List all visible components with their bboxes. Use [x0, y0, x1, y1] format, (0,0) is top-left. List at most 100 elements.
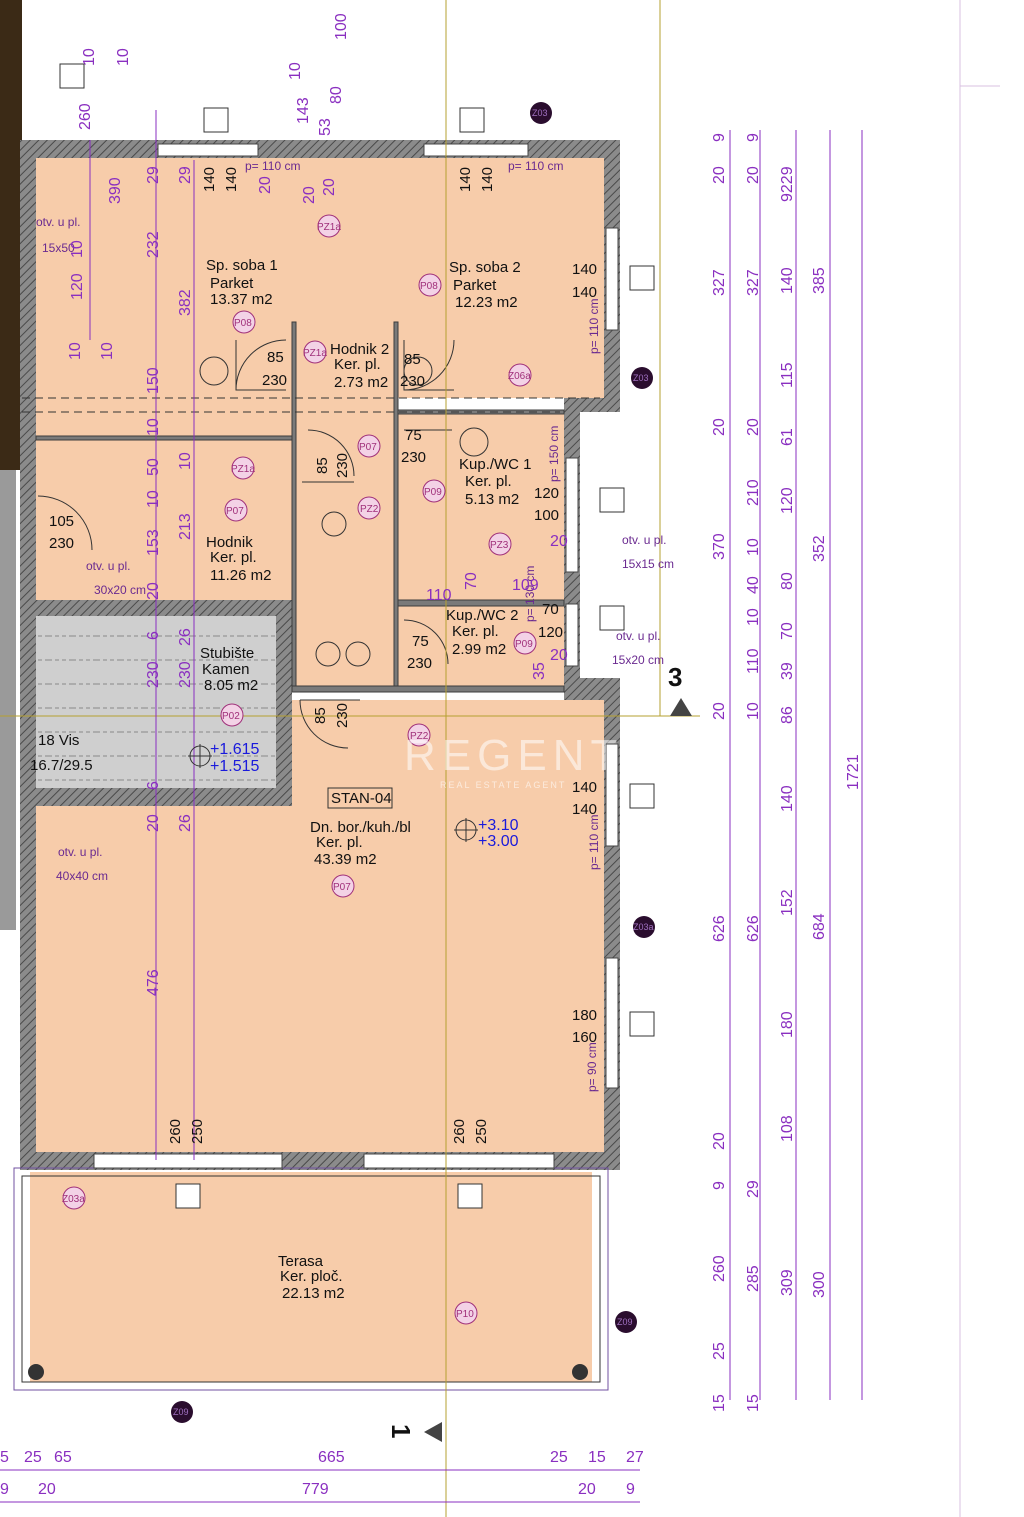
room-floor-kup-wc-2: Ker. pl. [452, 623, 499, 640]
vdim-col1-10: 25 [711, 1342, 728, 1360]
door-width-5: 105 [49, 513, 74, 530]
room-area-hodnik: 11.26 m2 [210, 567, 271, 584]
callout-z09-1: Z09 [617, 1317, 633, 1327]
vdim-col1-7: 20 [711, 1132, 728, 1150]
tag-pz2-1: PZ2 [360, 504, 379, 515]
door-height-7: 230 [334, 703, 351, 728]
idim-3: 260 [77, 103, 94, 130]
idim-32: 6 [145, 781, 162, 790]
vertical-dimension-labels: 9203272037020626209260251592032720210104… [711, 133, 862, 1412]
idim-26: 10 [145, 490, 162, 508]
vdim-col3-10: 152 [779, 889, 796, 916]
vdim-col3-6: 70 [779, 622, 796, 640]
opening-size-4: 15x20 cm [612, 653, 664, 667]
vdim-col1-0: 9 [711, 133, 728, 142]
stairs-ratio: 16.7/29.5 [30, 757, 93, 774]
idim-37: 70 [463, 572, 480, 590]
room-area-sp-soba-2: 12.23 m2 [455, 294, 518, 311]
idim-21: 10 [145, 418, 162, 436]
idim-16: 29 [177, 166, 194, 184]
stairs-level-bottom: +1.515 [210, 758, 259, 775]
vdim-col3-5: 80 [779, 572, 796, 590]
tag-hodnik-2: P07 [359, 442, 377, 453]
vdim-col2-7: 10 [745, 608, 762, 626]
dashed-lines [22, 397, 600, 413]
tag-kup-wc-1: P09 [424, 487, 442, 498]
vdim-col4-0: 385 [811, 267, 828, 294]
window-dim-4a: 120 [534, 485, 559, 502]
tag-sp-soba-2: P08 [420, 281, 438, 292]
window-dim-7a: 180 [572, 1007, 597, 1024]
idim-23: 10 [177, 452, 194, 470]
tag-stubiste: P02 [222, 711, 240, 722]
tag-kup-wc-2: P09 [515, 639, 533, 650]
door-width-4: 85 [314, 457, 331, 474]
opening-size-3: 15x15 cm [622, 557, 674, 571]
vdim-col2-4: 210 [745, 479, 762, 506]
watermark-sub: REAL ESTATE AGENT [440, 780, 566, 790]
window-dim-4b: 100 [534, 507, 559, 524]
vdim-col2-2: 327 [745, 269, 762, 296]
room-name-dnevni: Dn. bor./kuh./bl [310, 819, 411, 836]
vdim-col3-7: 39 [779, 662, 796, 680]
window-dim-1a: 140 [201, 167, 218, 192]
idim-12: 10 [67, 342, 84, 360]
room-name-hodnik: Hodnik [206, 534, 253, 551]
room-area-terasa: 22.13 m2 [282, 1285, 345, 1302]
vdim-col2-5: 10 [745, 538, 762, 556]
windows [59, 63, 655, 1209]
idim-9: 232 [145, 231, 162, 258]
vdim-col3-11: 180 [779, 1011, 796, 1038]
vdim-col1-6: 626 [711, 915, 728, 942]
idim-0: 10 [81, 48, 98, 66]
idim-5: 53 [317, 118, 334, 136]
window-dim-2a: 140 [457, 167, 474, 192]
vdim-col3-2: 115 [779, 362, 796, 388]
window-dim-6a: 140 [572, 779, 597, 796]
room-area-hodnik-2: 2.73 m2 [334, 374, 388, 391]
tag-z06a: Z06a [508, 371, 531, 382]
door-height-1: 230 [262, 372, 287, 389]
idim-31: 230 [177, 661, 194, 688]
window-dim-9a: 260 [451, 1119, 468, 1144]
vdim-col1-9: 260 [711, 1255, 728, 1282]
room-floor-hodnik: Ker. pl. [210, 549, 257, 566]
tag-sp-soba-1: P08 [234, 318, 252, 329]
bdim-row1-0: 5 [0, 1449, 9, 1466]
idim-13: 10 [69, 240, 86, 258]
tag-hodnik: P07 [226, 506, 244, 517]
parapet-4: p= 150 cm [547, 426, 561, 482]
parapet-6: p= 110 cm [587, 815, 601, 870]
door-height-4: 230 [334, 453, 351, 478]
idim-25: 153 [145, 529, 162, 556]
parapet-notes: p= 110 cm p= 110 cm p= 110 cm p= 150 cm … [245, 159, 601, 1092]
section-markers: 3 1 [386, 662, 692, 1442]
vdim-col1-5: 20 [711, 702, 728, 720]
vdim-col2-3: 20 [745, 418, 762, 436]
section-marker-1: 1 [386, 1424, 416, 1438]
room-name-stubiste: Stubište [200, 645, 254, 662]
watermark: REGENT REAL ESTATE AGENT [404, 731, 623, 790]
room-floor-terasa: Ker. ploč. [280, 1268, 343, 1285]
idim-4: 143 [295, 97, 312, 124]
room-area-sp-soba-1: 13.37 m2 [210, 291, 273, 308]
idim-34: 26 [177, 814, 194, 832]
idim-24: 213 [177, 513, 194, 540]
bdim-row1-4: 25 [550, 1449, 568, 1466]
window-dim-8b: 250 [189, 1119, 206, 1144]
door-swings [37, 339, 489, 749]
opening-label-4: otv. u pl. [616, 629, 660, 643]
room-name-kup-wc-2: Kup./WC 2 [446, 607, 519, 624]
window-dimensions: 140 140 140 140 140 140 120 100 70 120 1… [167, 167, 597, 1144]
vdim-col4-2: 684 [811, 913, 828, 940]
dimension-lines [0, 110, 863, 1503]
door-height-5: 230 [49, 535, 74, 552]
window-dim-3b: 140 [572, 284, 597, 301]
vdim-col2-12: 285 [745, 1265, 762, 1292]
room-name-kup-wc-1: Kup./WC 1 [459, 456, 532, 473]
vdim-col1-8: 9 [711, 1181, 728, 1190]
watermark-brand: REGENT [404, 731, 623, 780]
room-floor-sp-soba-2: Parket [453, 277, 497, 294]
